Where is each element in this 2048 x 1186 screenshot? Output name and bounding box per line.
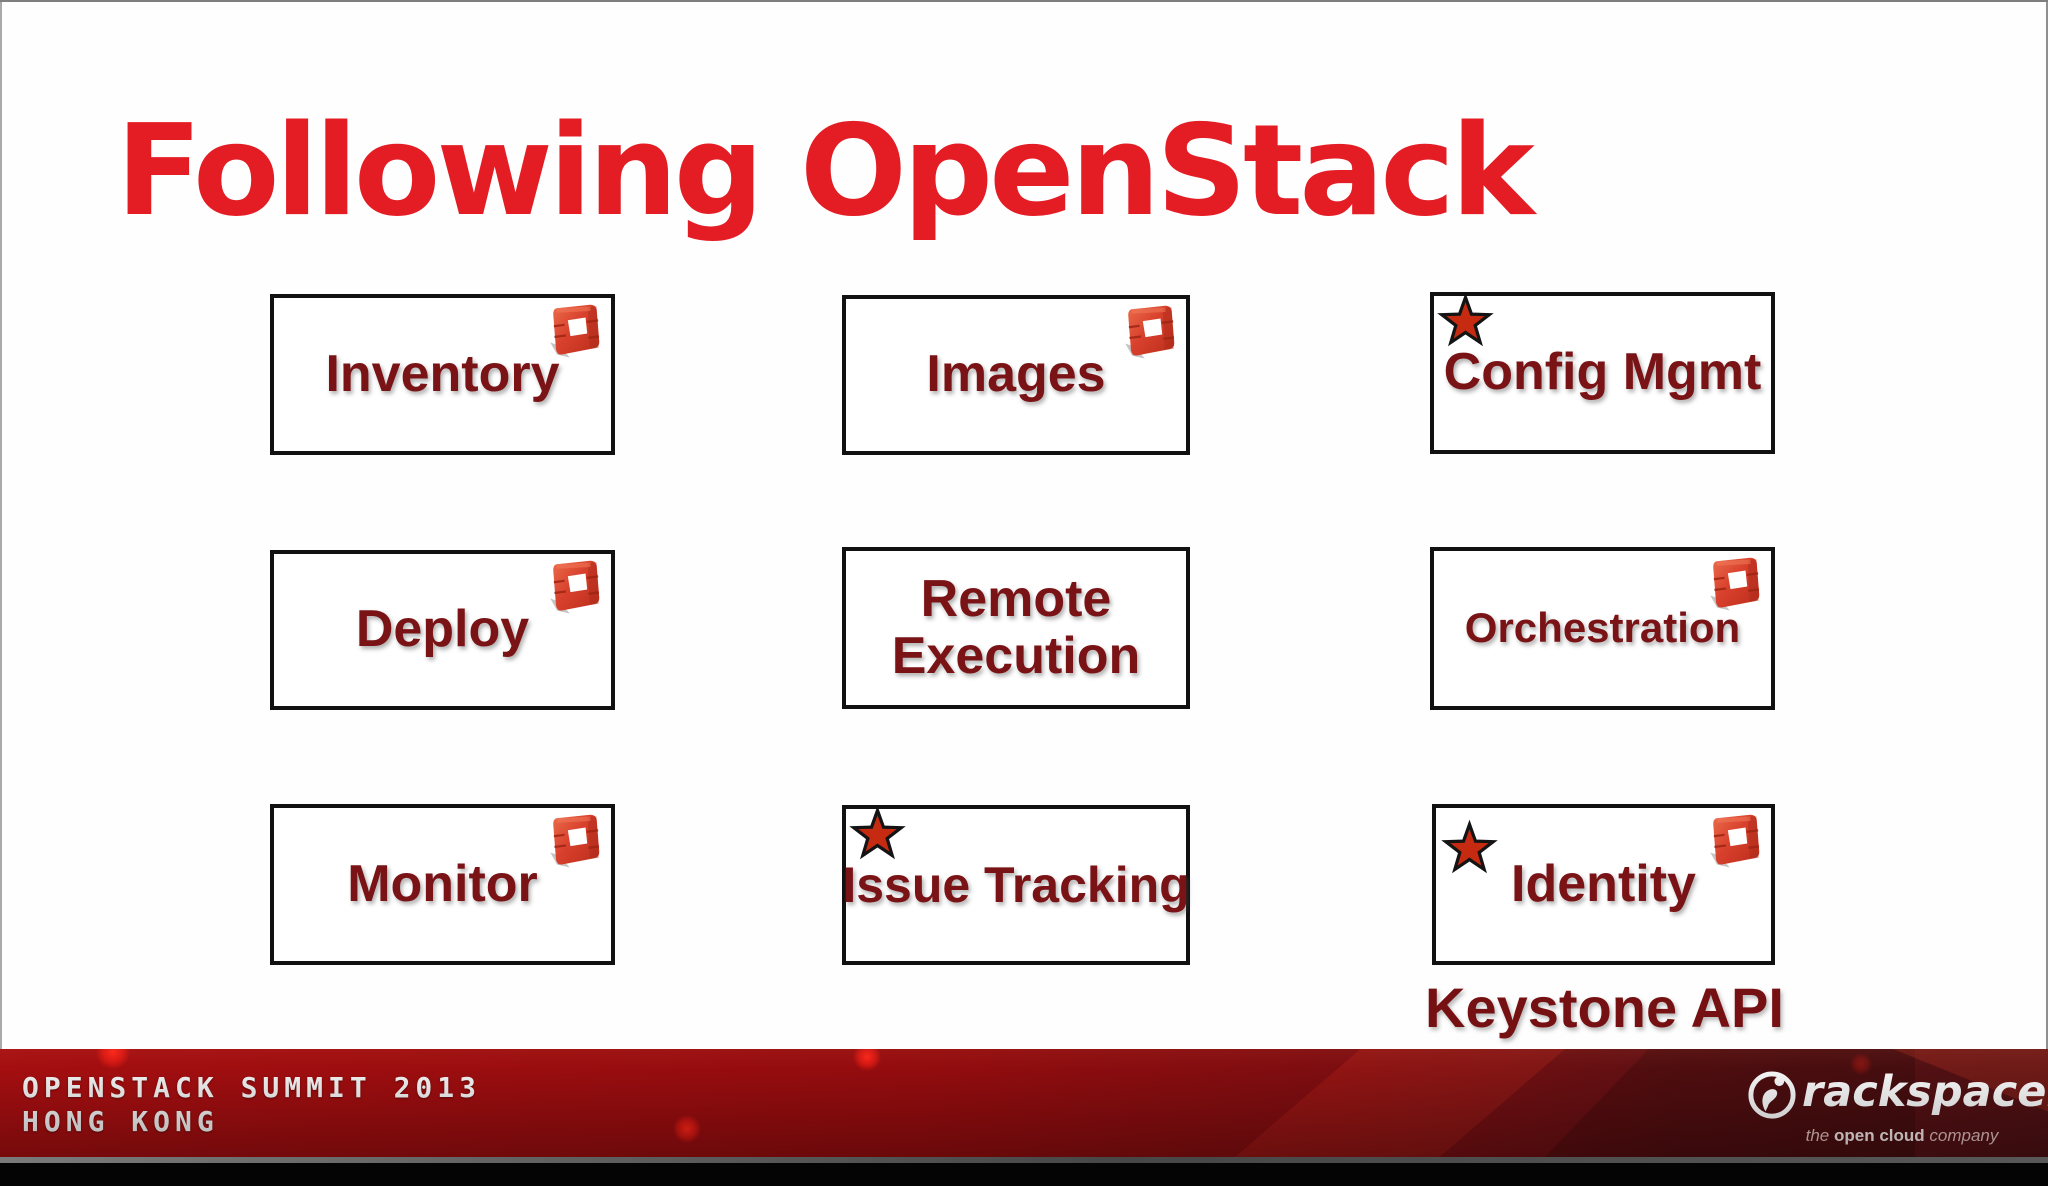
tagline-pre: the bbox=[1805, 1126, 1834, 1145]
box-label: Orchestration bbox=[1464, 604, 1741, 652]
openstack-cube-icon bbox=[546, 301, 606, 361]
rackspace-name: rackspace bbox=[1802, 1067, 2047, 1117]
bottom-black-strip bbox=[0, 1163, 2048, 1186]
star-icon bbox=[1439, 818, 1500, 877]
tagline-post: company bbox=[1924, 1126, 1999, 1145]
event-title: OPENSTACK SUMMIT 2013 HONG KONG bbox=[22, 1071, 481, 1138]
box-monitor: Monitor bbox=[270, 804, 615, 965]
event-line2: HONG KONG bbox=[22, 1104, 219, 1138]
keystone-api-label: Keystone API bbox=[1425, 976, 1784, 1039]
footer-divider-line bbox=[0, 1157, 2048, 1163]
bokeh-dot bbox=[96, 1049, 130, 1069]
openstack-cube-icon bbox=[1121, 302, 1181, 362]
box-label: Inventory bbox=[325, 344, 560, 403]
footer-facet bbox=[1545, 1049, 1915, 1157]
openstack-cube-icon bbox=[1706, 554, 1766, 614]
star-icon bbox=[847, 804, 908, 863]
footer-facet bbox=[1235, 1049, 1565, 1157]
box-issue-tracking: Issue Tracking bbox=[842, 805, 1190, 965]
box-label: Monitor bbox=[347, 854, 538, 913]
openstack-cube-icon bbox=[1706, 811, 1766, 871]
tagline-bold: open cloud bbox=[1833, 1126, 1925, 1145]
box-identity: Identity bbox=[1432, 804, 1775, 965]
bokeh-dot bbox=[673, 1115, 701, 1143]
slide-title: Following OpenStack bbox=[116, 97, 1535, 244]
footer-bar: OPENSTACK SUMMIT 2013 HONG KONG rackspac… bbox=[0, 1049, 2048, 1157]
box-label: Images bbox=[926, 345, 1106, 404]
box-remote-execution: Remote Execution bbox=[842, 547, 1190, 709]
box-orchestration: Orchestration bbox=[1430, 547, 1775, 710]
box-label: Issue Tracking bbox=[842, 856, 1190, 913]
footer-facet bbox=[1893, 1049, 2048, 1112]
rackspace-tagline: the open cloud company bbox=[1802, 1127, 2002, 1144]
box-images: Images bbox=[842, 295, 1190, 455]
box-config-mgmt: Config Mgmt bbox=[1430, 292, 1775, 454]
box-inventory: Inventory bbox=[270, 294, 615, 455]
event-line1: OPENSTACK SUMMIT 2013 bbox=[22, 1071, 482, 1104]
openstack-cube-icon bbox=[546, 557, 606, 617]
star-icon bbox=[1435, 291, 1496, 350]
box-label: Remote Execution bbox=[891, 569, 1141, 685]
bokeh-dot bbox=[1850, 1053, 1872, 1075]
rackspace-logo: rackspace. the open cloud company bbox=[1746, 1061, 2048, 1151]
box-deploy: Deploy bbox=[270, 550, 615, 710]
rackspace-mark-icon bbox=[1748, 1071, 1796, 1119]
box-label: Deploy bbox=[355, 600, 530, 659]
bokeh-dot bbox=[853, 1049, 881, 1071]
rackspace-wordmark: rackspace. bbox=[1802, 1071, 2048, 1114]
openstack-cube-icon bbox=[546, 811, 606, 871]
box-label: Identity bbox=[1511, 854, 1696, 913]
box-label: Config Mgmt bbox=[1443, 343, 1762, 402]
